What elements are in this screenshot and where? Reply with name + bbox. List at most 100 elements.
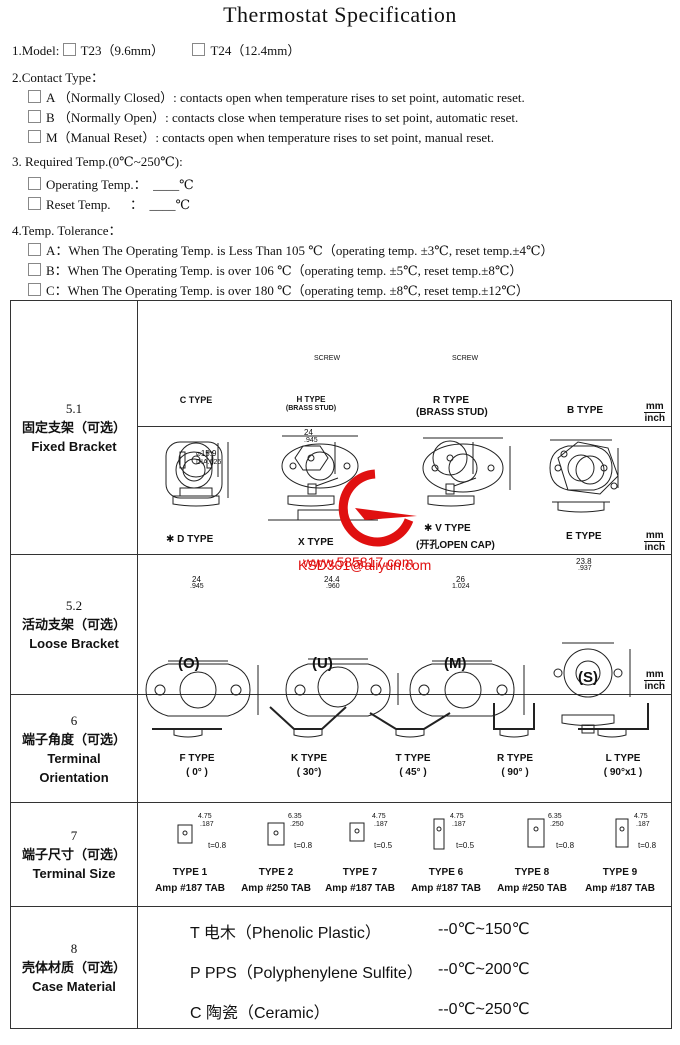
model-t23-checkbox[interactable] bbox=[62, 43, 76, 56]
case-ceramic-range: --0℃~250℃ bbox=[438, 1001, 530, 1018]
loose-en: Loose Bracket bbox=[29, 636, 119, 651]
r-type-sub: (BRASS STUD) bbox=[416, 407, 488, 418]
contact-a-text: A （Normally Closed）: contacts open when … bbox=[46, 90, 525, 105]
model-t24-checkbox[interactable] bbox=[192, 43, 206, 56]
h-type-sub: (BRASS STUD) bbox=[285, 405, 337, 412]
tolerance-label: 4.Temp. Tolerance： bbox=[12, 223, 122, 238]
type1-d1: 4.75 bbox=[198, 813, 212, 820]
c-type-caption: C TYPE bbox=[179, 395, 213, 405]
v-type-caption: ✱ V TYPE bbox=[424, 523, 471, 534]
s-dim-937: .937 bbox=[578, 565, 592, 572]
loose-num: 5.2 bbox=[65, 598, 83, 613]
tolerance-b-row: B：When The Operating Temp. is over 106 ℃… bbox=[28, 260, 522, 279]
contact-a-checkbox[interactable] bbox=[28, 90, 41, 103]
reset-temp-text: Reset Temp. ： ____℃ bbox=[46, 197, 191, 212]
loose-bracket-label: 5.2 活动支架（可选） Loose Bracket bbox=[10, 554, 138, 695]
case-material-cell: T 电木（Phenolic Plastic） --0℃~150℃ P PPS（P… bbox=[137, 906, 672, 1029]
type6-d1: 4.75 bbox=[450, 813, 464, 820]
fixed-num: 5.1 bbox=[65, 401, 83, 416]
b-type-caption: B TYPE bbox=[566, 405, 604, 416]
terminal-size-drawings bbox=[177, 818, 629, 850]
type9-d1: 4.75 bbox=[634, 813, 648, 820]
type8-drawing bbox=[527, 818, 545, 848]
v-type-sub: (开孔OPEN CAP) bbox=[416, 540, 495, 551]
reset-temp-checkbox[interactable] bbox=[28, 197, 41, 210]
b-type-drawing bbox=[549, 439, 619, 512]
loose-m-caption: (M) bbox=[444, 655, 467, 672]
contact-m-checkbox[interactable] bbox=[28, 130, 41, 143]
loose-cn: 活动支架（可选） bbox=[21, 617, 126, 632]
type1-th: t=0.8 bbox=[208, 841, 227, 850]
operating-temp-text: Operating Temp.： ____℃ bbox=[46, 177, 194, 192]
type7-drawing bbox=[349, 822, 365, 842]
type1-amp: Amp #187 TAB bbox=[155, 883, 225, 894]
type2-caption: TYPE 2 bbox=[258, 867, 294, 878]
d-dim-159: ⌀15.9 bbox=[196, 449, 217, 458]
terminal-size-label: 7 端子尺寸（可选） Terminal Size bbox=[10, 802, 138, 907]
l-type-caption: L TYPE bbox=[605, 753, 641, 764]
tolerance-c-text: C：When The Operating Temp. is over 180 ℃… bbox=[46, 283, 529, 298]
loose-bracket-cell: 24 .945 24.4 .960 26 1.024 23.8 .937 (O)… bbox=[137, 554, 672, 733]
r-type-orient-caption: R TYPE bbox=[496, 753, 534, 764]
d-dim-626: DIA.626 bbox=[196, 459, 222, 466]
spec-table: 5.1 固定支架（可选） Fixed Bracket bbox=[10, 300, 672, 1029]
s-dim-238: 23.8 bbox=[576, 557, 592, 566]
orient-cn: 端子角度（可选） bbox=[21, 731, 126, 747]
m-dim-1024: 1.024 bbox=[452, 583, 470, 590]
m-dim-26: 26 bbox=[456, 575, 465, 584]
d-type-caption: ✱ D TYPE bbox=[166, 534, 214, 545]
size-en: Terminal Size bbox=[32, 866, 116, 881]
tolerance-a-text: A：When The Operating Temp. is Less Than … bbox=[46, 243, 554, 258]
case-material-label: 8 壳体材质（可选） Case Material bbox=[10, 906, 138, 1029]
type8-d1: 6.35 bbox=[548, 813, 562, 820]
type9-drawing bbox=[615, 818, 629, 848]
type2-d2: .250 bbox=[290, 821, 304, 828]
type9-th: t=0.8 bbox=[638, 841, 657, 850]
e-type-caption: E TYPE bbox=[566, 531, 602, 542]
d-type-drawing bbox=[165, 441, 229, 499]
tolerance-c-checkbox[interactable] bbox=[28, 283, 41, 296]
type9-d2: .187 bbox=[636, 821, 650, 828]
model-t23-label: T23（9.6mm） bbox=[80, 43, 164, 58]
x-dim-24: 24 bbox=[304, 428, 313, 437]
l-type-angle: ( 90°x1 ) bbox=[603, 767, 643, 778]
h-type-drawing bbox=[287, 441, 339, 506]
t-type-drawing bbox=[369, 712, 451, 738]
x-dim-945: .945 bbox=[304, 437, 318, 444]
case-ceramic: C 陶瓷（Ceramic） bbox=[190, 1005, 330, 1022]
type9-caption: TYPE 9 bbox=[602, 867, 638, 878]
type6-d2: .187 bbox=[452, 821, 466, 828]
type7-d2: .187 bbox=[374, 821, 388, 828]
type7-caption: TYPE 7 bbox=[342, 867, 378, 878]
type7-d1: 4.75 bbox=[372, 813, 386, 820]
k-type-drawing bbox=[269, 706, 347, 738]
r-screw-label: SCREW bbox=[452, 355, 479, 362]
tolerance-b-checkbox[interactable] bbox=[28, 263, 41, 276]
case-phenolic-range: --0℃~150℃ bbox=[438, 921, 530, 938]
operating-temp-checkbox[interactable] bbox=[28, 177, 41, 190]
watermark-web: www.585817.com bbox=[303, 554, 414, 570]
orient-en2: Orientation bbox=[39, 769, 109, 785]
operating-temp-row: Operating Temp.： ____℃ bbox=[28, 174, 194, 193]
size-cn: 端子尺寸（可选） bbox=[21, 847, 126, 862]
h-screw-label: SCREW bbox=[314, 355, 341, 362]
contact-m-row: M（Manual Reset）: contacts open when temp… bbox=[28, 127, 494, 146]
f-type-caption: F TYPE bbox=[179, 753, 215, 764]
t-type-angle: ( 45° ) bbox=[399, 767, 427, 778]
contact-b-text: B （Normally Open）: contacts close when t… bbox=[46, 110, 519, 125]
contact-b-checkbox[interactable] bbox=[28, 110, 41, 123]
case-cn: 壳体材质（可选） bbox=[21, 960, 126, 975]
r-type-orient-drawing bbox=[493, 703, 535, 738]
type7-amp: Amp #187 TAB bbox=[325, 883, 395, 894]
h-type-caption: H TYPE bbox=[296, 395, 326, 404]
fixed-cn: 固定支架（可选） bbox=[21, 420, 126, 435]
loose-u-caption: (U) bbox=[312, 655, 333, 672]
e-type-drawing bbox=[557, 441, 619, 495]
o-dim-24: 24 bbox=[192, 575, 201, 584]
o-dim-945: .945 bbox=[190, 583, 204, 590]
tolerance-a-checkbox[interactable] bbox=[28, 243, 41, 256]
required-temp-label: 3. Required Temp.(0℃~250℃): bbox=[12, 154, 183, 169]
loose-s-caption: (S) bbox=[578, 669, 598, 686]
